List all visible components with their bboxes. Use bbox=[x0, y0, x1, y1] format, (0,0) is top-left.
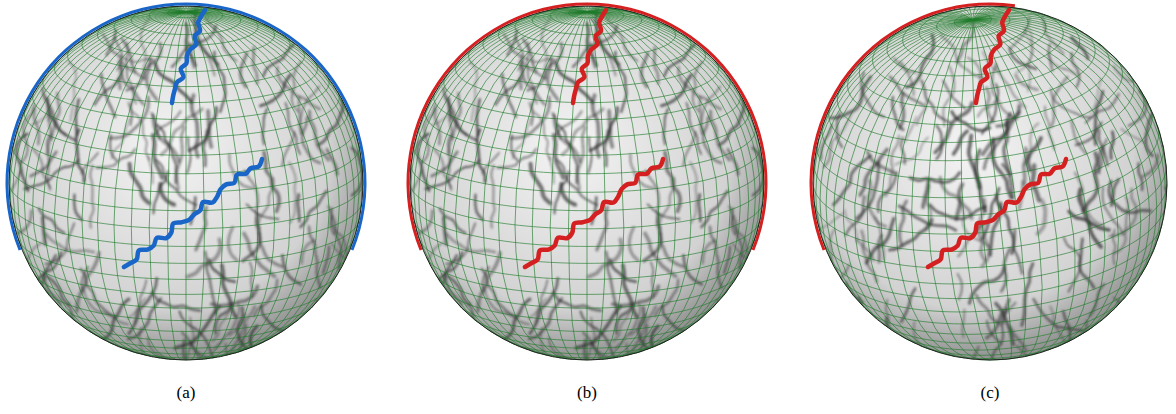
boundary-arc bbox=[810, 3, 1016, 251]
sulcal-curve bbox=[573, 10, 606, 103]
sphere-outline bbox=[9, 6, 363, 360]
sphere-outline bbox=[813, 6, 1167, 360]
sphere-outline bbox=[410, 6, 764, 360]
sphere-surface bbox=[813, 6, 1167, 360]
sphere-panel bbox=[0, 3, 376, 396]
boundary-arc bbox=[407, 3, 768, 251]
sphere-surface bbox=[410, 6, 764, 360]
panel-label: (b) bbox=[577, 383, 597, 403]
sphere-panel bbox=[393, 3, 777, 396]
sulcal-curve bbox=[124, 159, 262, 267]
sulcal-curve bbox=[928, 159, 1066, 267]
sphere-panel bbox=[795, 3, 1176, 378]
sulcal-curve bbox=[525, 159, 663, 267]
sphere-surface bbox=[9, 6, 363, 360]
panel-label: (a) bbox=[177, 383, 196, 403]
sulcal-curve bbox=[976, 10, 1009, 103]
panel-label: (c) bbox=[981, 383, 1000, 403]
grid-lines bbox=[410, 6, 764, 360]
sulcal-curve bbox=[172, 10, 205, 103]
grid-lines bbox=[9, 6, 363, 360]
grid-lines bbox=[813, 6, 1167, 360]
boundary-arc bbox=[5, 3, 366, 251]
